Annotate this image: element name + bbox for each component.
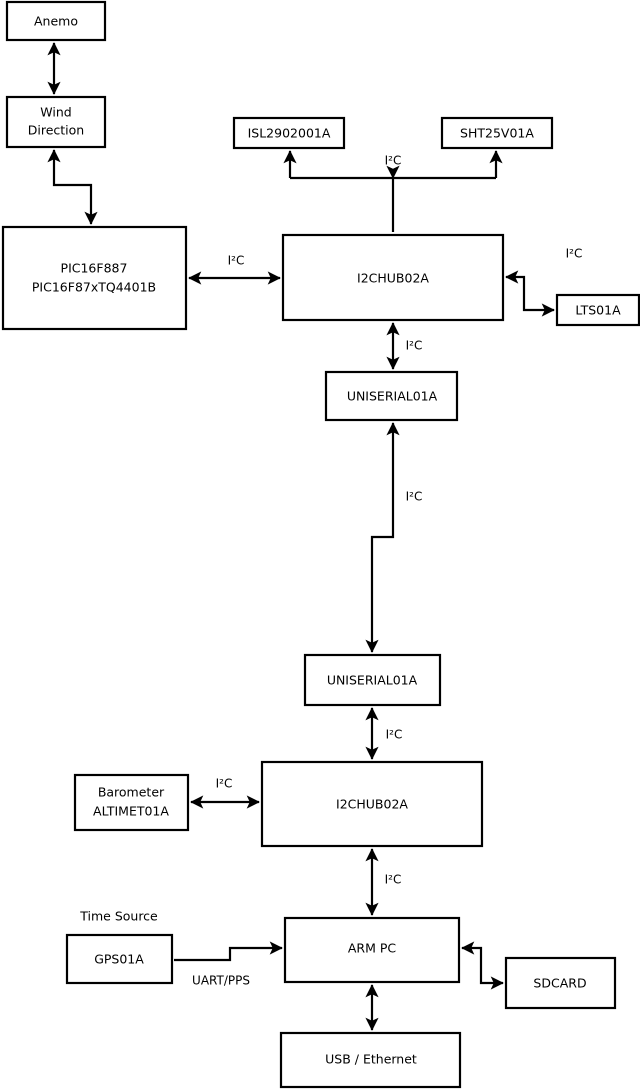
node-sdcard-box[interactable] [504,956,617,1010]
node-pic-mcu-label-line1: PIC16F887 [61,261,128,276]
node-sht25v01a-label: SHT25V01A [460,126,534,141]
node-barometer-label-line1: Barometer [98,785,165,800]
edge-label-hub-uniserial-up: I²C [406,339,423,353]
edge-label-uniserial-hub-bot: I²C [386,728,403,742]
node-barometer-box[interactable] [73,773,190,832]
node-gps01a-label: GPS01A [94,952,144,967]
node-gps01a[interactable]: GPS01A [65,933,174,985]
node-uniserial01a-upper[interactable]: UNISERIAL01A [324,370,459,422]
node-barometer[interactable]: Barometer ALTIMET01A [73,773,190,832]
label-time-source: Time Source [79,909,158,924]
edge-label-uniserial-link: I²C [406,490,423,504]
node-pic-mcu[interactable]: PIC16F887 PIC16F87xTQ4401B [1,225,188,331]
node-anemo[interactable]: Anemo [5,0,107,42]
node-gps01a-box[interactable] [65,933,174,985]
node-lts01a[interactable]: LTS01A [555,293,640,327]
node-sdcard-label: SDCARD [533,976,586,991]
node-lts01a-label: LTS01A [575,303,621,318]
edge-label-hub-bus: I²C [385,154,402,168]
node-anemo-label: Anemo [34,14,78,29]
node-sht25v01a[interactable]: SHT25V01A [440,116,554,150]
node-lts01a-box[interactable] [555,293,640,327]
node-anemo-box[interactable] [5,0,107,42]
node-arm-pc-box[interactable] [283,916,461,984]
connector-gps-armpc [174,941,283,962]
node-isl2902001a-label: ISL2902001A [248,126,331,141]
node-wind-direction[interactable]: Wind Direction [5,95,107,149]
edge-label-gps-armpc: UART/PPS [192,974,250,988]
node-i2chub02a-top-label: I2CHUB02A [357,271,429,286]
edge-label-hub-lts: I²C [566,247,583,261]
node-pic-mcu-box[interactable] [1,225,188,331]
connector-hub-lts [505,270,555,317]
node-i2chub02a-top[interactable]: I2CHUB02A [281,233,505,322]
node-i2chub02a-bottom-box[interactable] [260,760,484,848]
node-pic-mcu-label-line2: PIC16F87xTQ4401B [32,280,156,295]
node-sdcard[interactable]: SDCARD [504,956,617,1010]
node-uniserial01a-upper-label: UNISERIAL01A [347,389,438,404]
node-wind-direction-label-line1: Wind [40,105,71,120]
node-i2chub02a-bottom-label: I2CHUB02A [336,797,408,812]
node-sht25v01a-box[interactable] [440,116,554,150]
node-usb-ethernet[interactable]: USB / Ethernet [279,1031,462,1089]
node-usb-ethernet-label: USB / Ethernet [325,1052,417,1067]
node-uniserial01a-upper-box[interactable] [324,370,459,422]
node-uniserial01a-lower-label: UNISERIAL01A [327,673,418,688]
node-i2chub02a-bottom[interactable]: I2CHUB02A [260,760,484,848]
connector-uniserial-uniserial [365,422,400,653]
edge-label-pic-hub: I²C [228,254,245,268]
node-arm-pc[interactable]: ARM PC [283,916,461,984]
connector-armpc-sdcard [461,941,504,990]
node-uniserial01a-lower-box[interactable] [303,653,442,707]
node-usb-ethernet-box[interactable] [279,1031,462,1089]
node-i2chub02a-top-box[interactable] [281,233,505,322]
edge-label-hub-bot-armpc: I²C [385,873,402,887]
node-wind-direction-box[interactable] [5,95,107,149]
node-wind-direction-label-line2: Direction [28,123,84,138]
node-barometer-label-line2: ALTIMET01A [93,804,169,819]
node-uniserial01a-lower[interactable]: UNISERIAL01A [303,653,442,707]
node-arm-pc-label: ARM PC [348,941,397,956]
connector-wind-pic [47,149,98,225]
edge-label-baro-hub-bot: I²C [216,777,233,791]
node-isl2902001a-box[interactable] [232,116,346,150]
node-isl2902001a[interactable]: ISL2902001A [232,116,346,150]
